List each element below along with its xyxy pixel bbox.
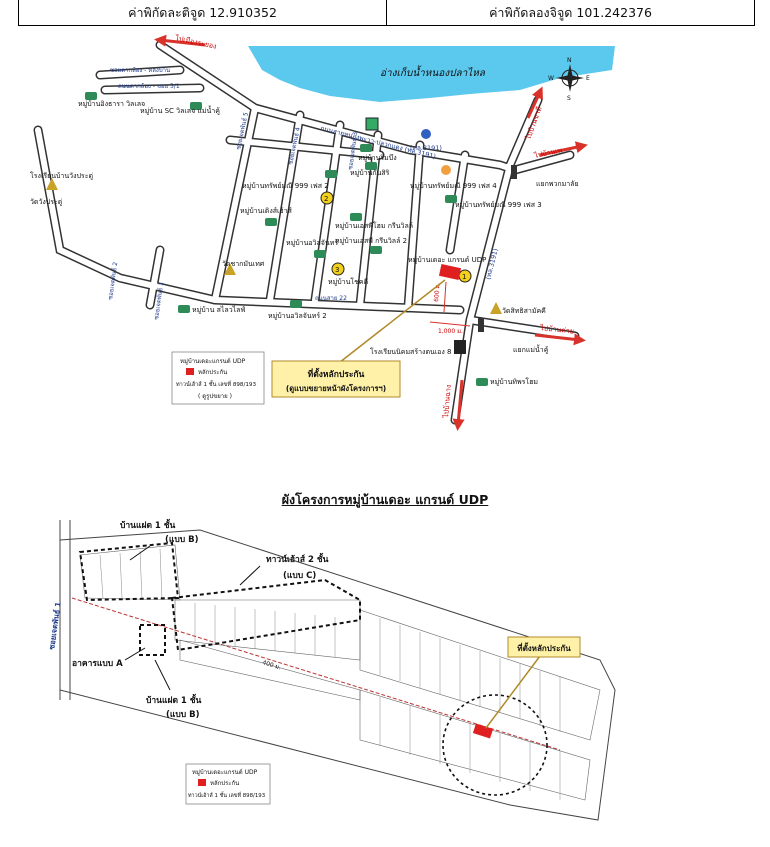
place-sap-thai: หมู่บ้านทิพรโฮม <box>490 377 538 386</box>
reservoir-area <box>248 46 615 102</box>
road-to-ban-chang: ไปบ้านฉาง <box>441 384 453 419</box>
plan-callout-box <box>507 636 581 658</box>
distance-lines <box>429 281 471 327</box>
zone-single-bottom: บ้านแฝด 1 ชั้น <box>146 693 202 706</box>
zone-single-top-type: (แบบ B) <box>165 535 199 545</box>
place-yak-phanom: แยกพวกมาลัย <box>536 180 579 188</box>
legend-item: หลักประกัน <box>198 369 227 376</box>
place-yak-mae-nam: แยกแม่น้ำคู้ <box>513 343 549 354</box>
compass-icon: N S E W <box>548 57 590 102</box>
place-sap-999-2: หมู่บ้านทรัพย์มณี 999 เฟส 2 <box>242 182 329 190</box>
place-noi-chan: หมู่บ้านอวิลจันทร์ <box>286 239 338 247</box>
reservoir-label: อ่างเก็บน้ำหนองปลาไหล <box>380 65 486 79</box>
callout-line2: (ดูแบบขยายหน้าผังโครงการฯ) <box>286 383 386 394</box>
location-map: อ่างเก็บน้ำหนองปลาไหล N S E W <box>30 33 615 431</box>
compass-w: W <box>548 75 554 82</box>
place-school-wang: โรงเรียนบ้านวังประดู่ <box>30 171 93 180</box>
plot-lines <box>99 548 561 800</box>
road-to-ban-khai: ไปบ้านค่าย <box>539 323 575 336</box>
plot-grid <box>79 544 601 801</box>
place-ruen-lada: หมู่บ้านเดิงส์เฮ้าส์ <box>240 207 293 215</box>
plan-legend-desc: ทาวน์เฮ้าส์ 1 ชั้น เลขที่ 898/193 <box>188 791 265 799</box>
compass-n: N <box>567 57 572 64</box>
compass-e: E <box>586 75 590 82</box>
legend-note: ( ดูรูปขยาย ) <box>198 393 232 400</box>
landmark-icons <box>46 92 517 386</box>
plan-legend: หมู่บ้านเดอะแกรนด์ UDP หลักประกัน ทาวน์เ… <box>185 763 271 805</box>
marker-1-label: 1 <box>462 273 466 281</box>
zone-single-bottom-type: (แบบ B) <box>166 710 200 720</box>
marker-3: 3 <box>331 262 345 276</box>
distance-1000: 1,000 ม. <box>438 328 463 335</box>
place-green-ville-2: หมู่บ้านเอสพี กรีนวิลล์ 2 <box>335 237 407 245</box>
place-sc-village: หมู่บ้าน SC วิลเลจ แม่น้ำคู้ <box>140 104 220 115</box>
longitude-cell: ค่าพิกัดลองจิจูด 101.242376 <box>386 0 754 25</box>
zone-building-a: อาคารแบบ A <box>72 659 123 669</box>
legend-title: หมู่บ้านเดอะแกรนด์ UDP <box>180 357 246 365</box>
place-noi-chan-2: หมู่บ้านอวิลจันทร์ 2 <box>268 312 327 320</box>
direction-arrows <box>154 34 588 431</box>
legend-desc: ทาวน์เฮ้าส์ 1 ชั้น เลขที่ 898/193 <box>176 380 256 388</box>
map-legend: หมู่บ้านเดอะแกรนด์ UDP หลักประกัน ทาวน์เ… <box>171 351 265 405</box>
coordinate-bar: ค่าพิกัดละติจูด 12.910352 ค่าพิกัดลองจิจ… <box>18 0 755 26</box>
distance-600: 600 ม. <box>433 282 442 302</box>
road-network <box>33 40 580 425</box>
callout-line1: ที่ตั้งหลักประกัน <box>308 367 365 380</box>
plan-legend-title: หมู่บ้านเดอะแกรนด์ UDP <box>192 768 258 776</box>
soi-511-label: ถนนตากล้อง - ซอย 5/1 <box>118 83 180 90</box>
place-ing-thara: หมู่บ้านอิงธารา วิลเลจ <box>78 100 145 108</box>
collateral-highlight-circle <box>442 694 548 796</box>
plan-collateral-marker <box>472 723 494 739</box>
plan-callout-leader <box>485 655 541 729</box>
collateral-marker <box>438 264 462 280</box>
place-rim-bueng: หมู่บ้านริมบึง <box>358 153 397 162</box>
place-wat-sitthi: วัดสิทธิสามัคคี <box>502 307 546 315</box>
compass-s: S <box>567 95 571 102</box>
marker-2: 2 <box>320 191 334 205</box>
zone-single-top: บ้านแฝด 1 ชั้น <box>120 518 176 531</box>
callout-leader <box>334 279 446 367</box>
zone-townhouse-type: (แบบ C) <box>283 571 316 581</box>
place-school-nikhom: โรงเรียนนิคมสร้างตนเอง 8 <box>370 347 451 356</box>
place-grand-udp: หมู่บ้านเดอะ แกรนด์ UDP <box>408 256 486 264</box>
zone-outlines <box>78 541 361 656</box>
place-kanat: หมู่บ้านกันสิริ <box>350 169 390 177</box>
callout-box <box>271 360 401 398</box>
latitude-cell: ค่าพิกัดละติจูด 12.910352 <box>128 4 277 20</box>
marker-3-label: 3 <box>335 266 339 274</box>
site-plan-title: ผังโครงการหมู่บ้านเดอะ แกรนด์ UDP <box>281 492 489 507</box>
site-boundary <box>59 529 616 821</box>
place-village-life: หมู่บ้าน สไลวไลฟ์ <box>192 305 245 314</box>
zone-townhouse: ทาวน์เฮ้าส์ 2 ชั้น <box>266 552 329 565</box>
place-chok-dee: หมู่บ้านโชคดี <box>328 277 368 286</box>
plan-callout-text: ที่ตั้งหลักประกัน <box>517 642 571 653</box>
plan-legend-item: หลักประกัน <box>210 780 239 787</box>
place-wat-kanan: วัดชากมันเทศ <box>222 260 265 268</box>
place-wat-wang: วัดวังประดู่ <box>30 198 62 206</box>
place-sap-999-3: หมู่บ้านทรัพย์มณี 999 เฟส 3 <box>455 201 542 209</box>
place-sap-999-4: หมู่บ้านทรัพย์มณี 999 เฟส 4 <box>410 182 497 190</box>
marker-2-label: 2 <box>324 195 328 203</box>
soi-mai-label: ซอยตากล้อง - หลังบ้าน <box>110 67 170 74</box>
soi-22-label: ถนนสาย 22 <box>315 295 347 302</box>
place-s-home: หมู่บ้านเอสพีโฮม กรีนวิลล์ <box>335 221 413 230</box>
road-3191-label: (ทล.3191) <box>410 144 442 152</box>
